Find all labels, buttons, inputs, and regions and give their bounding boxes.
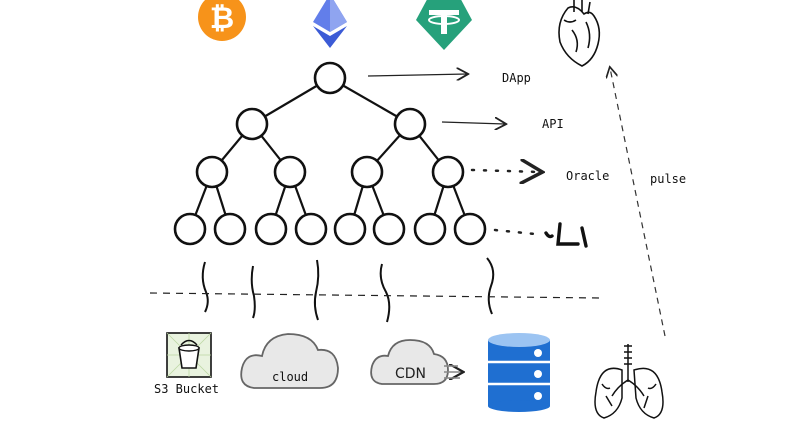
tree-leaf [372, 212, 406, 246]
label-api: API [542, 117, 564, 131]
separator-line [149, 292, 601, 299]
tree-node [273, 155, 307, 189]
label-s3-bucket: S3 Bucket [154, 382, 219, 396]
heart-icon [558, 0, 601, 67]
tree-edges [188, 77, 472, 230]
connection-lines [201, 257, 495, 323]
cdn-icon [370, 339, 462, 385]
arrow-api [441, 122, 505, 124]
pulse-arrow [610, 68, 666, 337]
arrow-dapp [367, 74, 467, 76]
tree-leaf [413, 212, 447, 246]
tree-node-root [313, 61, 347, 95]
dots-l1 [493, 228, 537, 236]
lungs-icon [594, 344, 664, 419]
cloud-icon [240, 333, 339, 389]
tree-node [350, 155, 384, 189]
tree-node [393, 107, 427, 141]
tree-leaf [453, 212, 487, 246]
l1-handwriting [544, 222, 588, 248]
ethereum-icon [313, 0, 347, 48]
tree-leaf [254, 212, 288, 246]
label-dapp: DApp [502, 71, 531, 85]
arrow-oracle [470, 170, 540, 172]
bitcoin-icon: ₿ [198, 0, 246, 41]
tree-leaf [173, 212, 207, 246]
label-cloud: cloud [272, 370, 308, 384]
label-pulse: pulse [650, 172, 686, 186]
database-icon [488, 333, 550, 412]
s3-bucket-icon [166, 332, 212, 378]
tree-node [235, 107, 269, 141]
tree-leaf [213, 212, 247, 246]
label-cdn: CDN [395, 366, 426, 382]
tree-node [195, 155, 229, 189]
tree-leaf [333, 212, 367, 246]
svg-text:₿: ₿ [210, 1, 234, 36]
label-oracle: Oracle [566, 169, 609, 183]
tether-icon [416, 0, 472, 50]
tree-leaf [294, 212, 328, 246]
tree-node [431, 155, 465, 189]
